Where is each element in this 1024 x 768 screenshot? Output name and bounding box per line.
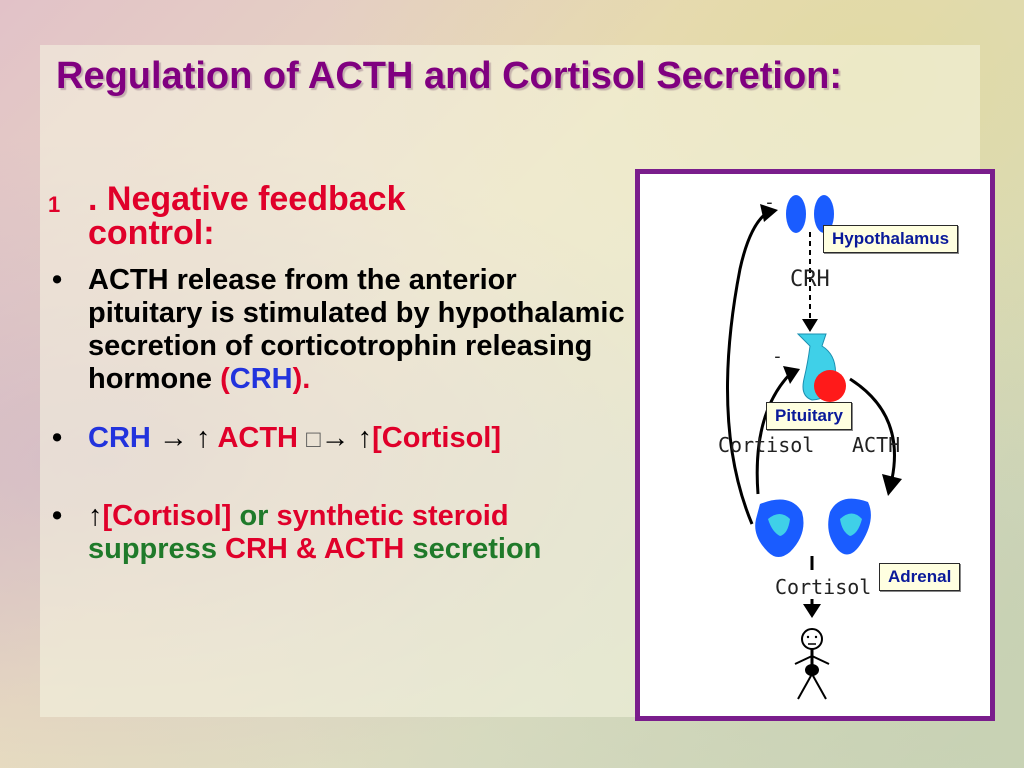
minus-top: -	[764, 192, 775, 213]
bullet2-box: □	[306, 426, 321, 453]
person-leg-right	[811, 673, 827, 700]
bullet-acth-release: • ACTH release from the anterior pituita…	[48, 264, 638, 396]
cortisol-bottom-handwritten: Cortisol	[775, 575, 871, 599]
bullet3-up: ↑	[88, 500, 103, 532]
section-heading: 1 . Negative feedback control:	[48, 182, 638, 250]
adrenal-label: Adrenal	[879, 563, 961, 591]
cortisol-feedback-short-arrowhead	[783, 366, 800, 384]
bullet2-arrow1: →	[158, 422, 188, 454]
slide-title: Regulation of ACTH and Cortisol Secretio…	[56, 55, 843, 97]
bullet-marker: •	[52, 264, 63, 296]
slide-body: 1 . Negative feedback control: • ACTH re…	[48, 182, 638, 566]
bullet1-paren-close: ).	[292, 363, 311, 395]
bullet1-text: ACTH release from the anterior pituitary…	[88, 264, 625, 395]
person-arm-left	[794, 655, 813, 665]
crh-handwritten: CRH	[790, 267, 830, 292]
bullet2-arrow2: →	[320, 422, 350, 454]
person-torso	[805, 664, 819, 676]
hypothalamus-right-lobe	[814, 195, 834, 233]
bullet1-paren-open: (	[220, 363, 230, 395]
cortisol-feedback-short-arrow	[755, 372, 792, 495]
bullet-marker: •	[52, 422, 63, 454]
bullet2-acth: ACTH	[217, 422, 298, 454]
cortisol-feedback-long-arrowhead	[760, 204, 778, 222]
adrenal-left-inner	[768, 514, 790, 536]
bullet3-or: or	[239, 500, 269, 532]
cortisol-feedback-long-arrow	[726, 210, 769, 525]
bullet3-cortisol: [Cortisol]	[102, 500, 232, 532]
feedback-diagram: CRH ACTH Cortisol -	[635, 169, 995, 721]
bullet-marker: •	[52, 500, 63, 532]
heading-line2: control:	[88, 214, 215, 252]
bullet2-up2: ↑	[357, 422, 373, 454]
cortisol-down-arrowhead	[803, 604, 821, 618]
pituitary-anterior-red	[814, 370, 846, 402]
bullet1-crh: CRH	[229, 363, 293, 395]
person-arm-right	[811, 655, 830, 665]
heading-number: 1	[48, 192, 61, 217]
bullet2-up1: ↑	[195, 422, 211, 454]
heading-line1: . Negative feedback	[88, 180, 406, 218]
acth-arrow	[849, 377, 896, 480]
crh-arrowhead	[802, 319, 818, 332]
bullet-crh-chain: • CRH → ↑ ACTH □→ ↑[Cortisol]	[48, 422, 638, 456]
bullet3-secretion: secretion	[412, 533, 542, 565]
person-eye-left	[806, 635, 810, 639]
diagram-svg: CRH ACTH Cortisol -	[718, 192, 902, 700]
bullet3-synthetic: synthetic steroid	[276, 500, 509, 532]
bullet2-cortisol: [Cortisol]	[372, 422, 501, 454]
minus-mid: -	[772, 346, 783, 367]
bullet-suppression: • ↑[Cortisol] or synthetic steroid suppr…	[48, 500, 638, 566]
hypothalamus-label: Hypothalamus	[823, 225, 959, 253]
bullet3-crh-acth: CRH & ACTH	[225, 533, 405, 565]
cortisol-left-handwritten: Cortisol	[718, 433, 814, 457]
acth-arrowhead	[882, 474, 902, 496]
acth-handwritten: ACTH	[852, 433, 900, 457]
person-head	[801, 628, 823, 650]
hypothalamus-left-lobe	[786, 195, 806, 233]
adrenal-right-inner	[840, 513, 862, 536]
bullet3-suppress: suppress	[88, 533, 217, 565]
person-leg-left	[797, 673, 813, 700]
person-eye-right	[814, 635, 818, 639]
pituitary-label: Pituitary	[766, 402, 853, 430]
bullet2-crh: CRH	[88, 422, 151, 454]
